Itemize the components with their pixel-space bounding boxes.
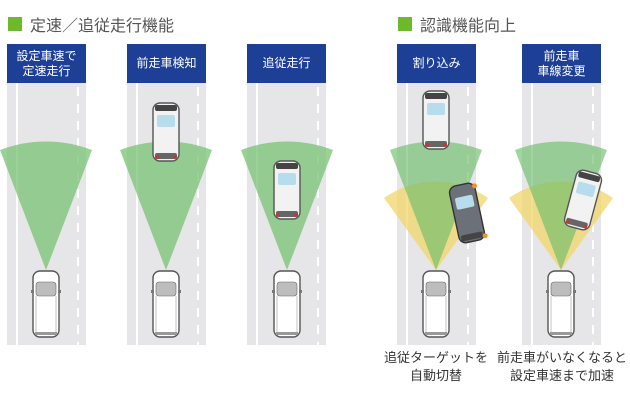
section-title-text: 認識機能向上 — [420, 16, 517, 35]
section-title-recognition: 認識機能向上 — [398, 14, 517, 35]
sensor-zone-green — [0, 141, 92, 270]
sensor-zone-green — [390, 141, 482, 270]
panel-header: 設定車速で 定速走行 — [7, 44, 86, 83]
panel-caption: 追従ターゲットを 自動切替 — [383, 351, 488, 384]
panel-header: 前走車検知 — [127, 44, 206, 83]
green-square-icon — [398, 17, 412, 31]
ego-car — [150, 270, 182, 338]
panel-header: 前走車 車線変更 — [522, 44, 601, 83]
panel-cut-in — [384, 82, 489, 346]
section-title-text: 定速／追従走行機能 — [30, 16, 175, 35]
green-square-icon — [8, 17, 22, 31]
lead-car — [273, 160, 301, 220]
panel-caption: 前走車がいなくなると 設定車速まで加速 — [496, 351, 627, 384]
lead-car — [422, 90, 450, 150]
ego-car — [30, 270, 62, 338]
ego-car — [420, 270, 452, 338]
panel-lane-change — [509, 82, 613, 346]
lead-car — [152, 102, 180, 162]
panel-lead-vehicle-detection — [120, 82, 212, 346]
panel-header: 追従走行 — [247, 44, 326, 83]
panel-constant-speed — [0, 82, 92, 346]
section-title-acc: 定速／追従走行機能 — [8, 14, 175, 35]
ego-car — [545, 270, 577, 338]
sensor-zone-green — [120, 141, 212, 270]
panel-header: 割り込み — [397, 44, 476, 83]
ego-car — [271, 270, 303, 338]
panel-following — [241, 82, 333, 346]
